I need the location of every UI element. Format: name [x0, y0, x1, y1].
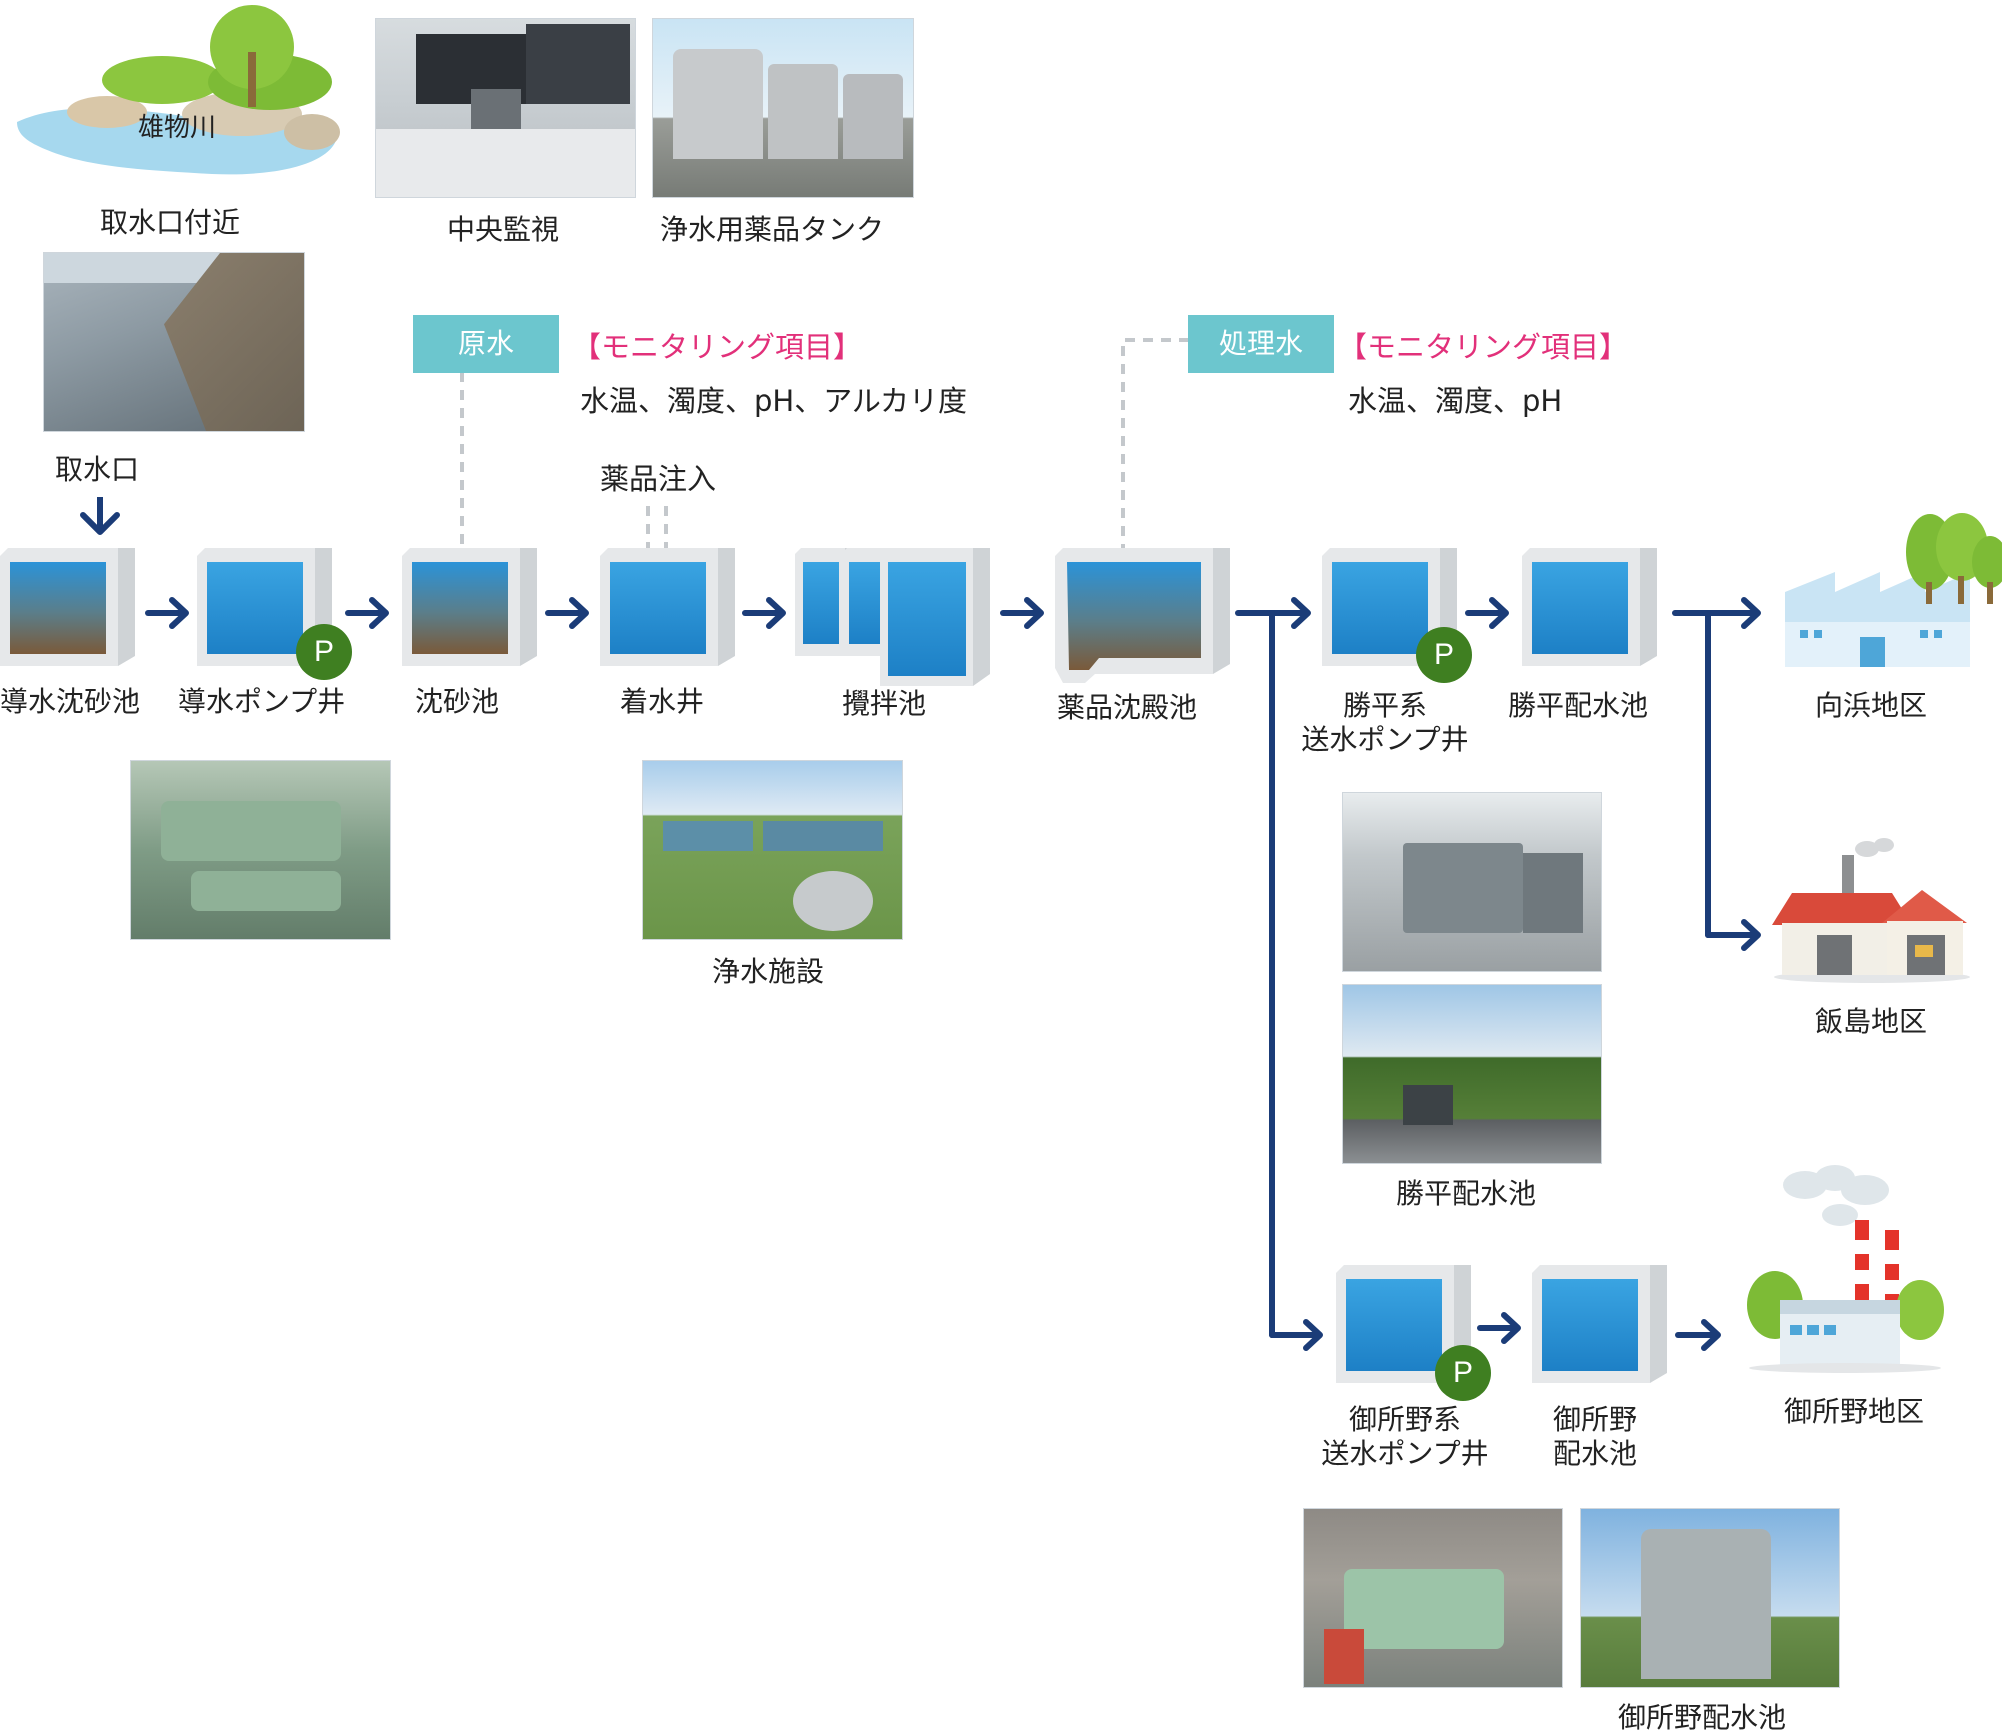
river-name: 雄物川 — [138, 113, 217, 143]
pump-icon-katsuhira: P — [1416, 627, 1472, 683]
flow-arrow-gosho-2 — [1675, 1319, 1721, 1351]
tank-receiving-well — [600, 548, 735, 666]
pump-icon-gosho: P — [1435, 1345, 1491, 1401]
tank-gosho-pump-well — [1336, 1265, 1471, 1383]
intake-photo — [43, 252, 305, 432]
tank-katsuhira-pump-well — [1322, 548, 1457, 666]
label-mixing: 攪拌池 — [842, 687, 927, 720]
branch-line-districts — [1672, 597, 1761, 951]
gosho-reservoir-photo — [1580, 1508, 1840, 1688]
label-katsuhira-reservoir: 勝平配水池 — [1508, 689, 1649, 722]
flow-arrow-katsuhira — [1465, 597, 1509, 629]
pump-station-photo — [130, 760, 391, 940]
intake-label: 取水口 — [55, 453, 140, 486]
chemical-injection-label: 薬品注入 — [600, 462, 717, 496]
label-intake-pump-well: 導水ポンプ井 — [178, 685, 346, 718]
pump-icon-1: P — [296, 624, 352, 680]
tank-mixing — [795, 548, 990, 686]
goshono-label: 御所野地区 — [1784, 1395, 1925, 1428]
water-facility-photo — [642, 760, 903, 940]
raw-monitoring-items: 水温、濁度、pH、アルカリ度 — [580, 384, 968, 418]
treated-water-dash — [1121, 338, 1190, 590]
tank-intake-settling — [0, 548, 135, 666]
branch-line-katsuhira — [1235, 597, 1323, 1351]
treated-water-tag: 処理水 — [1188, 315, 1334, 373]
flow-arrow-1 — [145, 597, 189, 629]
flow-arrow-gosho-1 — [1477, 1312, 1521, 1344]
label-intake-settling: 導水沈砂池 — [0, 685, 141, 718]
tank-katsuhira-reservoir — [1522, 548, 1657, 666]
intake-vicinity-label: 取水口付近 — [100, 206, 241, 239]
gosho-photo-label: 御所野配水池 — [1618, 1701, 1787, 1734]
chemical-tank-photo — [652, 18, 914, 198]
flow-arrow-4 — [742, 597, 786, 629]
iijima-warehouse-icon — [1772, 838, 1970, 983]
raw-water-tag: 原水 — [413, 315, 559, 373]
mukaihama-label: 向浜地区 — [1815, 689, 1928, 722]
treated-monitoring-heading: 【モニタリング項目】 — [1338, 330, 1629, 364]
katsuhira-reservoir-photo — [1342, 984, 1602, 1164]
label-katsuhira-pump-line2: 送水ポンプ井 — [1301, 723, 1469, 756]
central-monitoring-photo — [375, 18, 636, 198]
intake-down-arrow — [80, 497, 120, 535]
tank-sedimentation — [1055, 548, 1230, 683]
flow-arrow-2 — [345, 597, 389, 629]
tank-intake-pump-well — [197, 548, 332, 666]
gosho-pump-photo — [1303, 1508, 1563, 1688]
label-gosho-reservoir-line2: 配水池 — [1552, 1437, 1637, 1470]
mukaihama-factory-icon — [1785, 513, 2002, 667]
tank-settling — [402, 548, 537, 666]
goshono-plant-icon — [1747, 1165, 1944, 1373]
label-katsuhira-pump-line1: 勝平系 — [1342, 689, 1427, 722]
raw-monitoring-heading: 【モニタリング項目】 — [572, 330, 863, 364]
katsuhira-pump-photo — [1342, 792, 1602, 972]
label-receiving-well: 着水井 — [620, 685, 705, 718]
katsuhira-photo-label: 勝平配水池 — [1396, 1177, 1537, 1210]
label-settling: 沈砂池 — [415, 685, 500, 718]
flow-arrow-5 — [1000, 597, 1044, 629]
label-gosho-reservoir-line1: 御所野 — [1552, 1403, 1637, 1436]
water-facility-label: 浄水施設 — [712, 955, 825, 988]
treated-monitoring-items: 水温、濁度、pH — [1348, 384, 1563, 418]
river-illustration — [17, 5, 340, 175]
label-gosho-pump-line2: 送水ポンプ井 — [1321, 1437, 1489, 1470]
label-sedimentation: 薬品沈殿池 — [1057, 691, 1198, 724]
flow-arrow-3 — [545, 597, 589, 629]
central-monitoring-label: 中央監視 — [447, 213, 560, 246]
iijima-label: 飯島地区 — [1815, 1005, 1928, 1038]
tank-gosho-reservoir — [1532, 1265, 1667, 1383]
chemical-tank-label: 浄水用薬品タンク — [660, 213, 885, 246]
label-gosho-pump-line1: 御所野系 — [1348, 1403, 1461, 1436]
